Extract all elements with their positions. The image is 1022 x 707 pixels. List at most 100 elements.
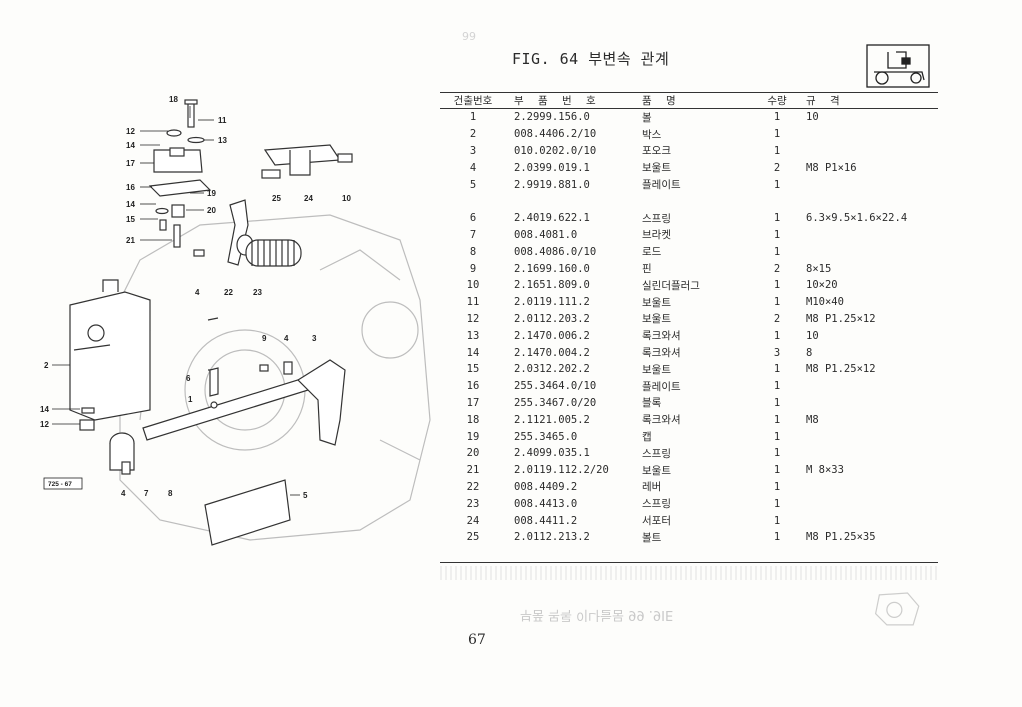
row-part-name: 플레이트 xyxy=(642,179,681,192)
row-quantity: 1 xyxy=(773,497,781,510)
row-specification xyxy=(802,176,938,193)
callout-13: 13 xyxy=(218,136,227,145)
row-specification xyxy=(802,126,938,143)
callout-8: 8 xyxy=(168,489,173,498)
row-part-name: 핀 xyxy=(642,263,652,276)
leader-lines xyxy=(52,106,300,496)
row-specification: 6.3×9.5×1.6×22.4 xyxy=(806,212,908,225)
row-ref-no: 24 xyxy=(466,514,480,527)
row-part-number: 2.2999.156.0 xyxy=(514,111,590,124)
row-quantity: 1 xyxy=(773,380,781,393)
row-part-name: 실린더플러그 xyxy=(642,279,700,292)
row-specification xyxy=(802,243,938,260)
callout-23: 23 xyxy=(253,288,262,297)
row-ref-no: 5 xyxy=(469,178,477,191)
row-part-name: 볼트 xyxy=(642,531,662,544)
callout-20: 20 xyxy=(207,206,216,215)
row-part-name: 블록 xyxy=(642,397,662,410)
row-quantity: 3 xyxy=(773,346,781,359)
row-part-number: 2.1651.809.0 xyxy=(514,279,590,292)
row-quantity: 1 xyxy=(773,531,781,544)
row-ref-no: 13 xyxy=(466,329,480,342)
row-quantity: 1 xyxy=(773,447,781,460)
bleed-through-bottom: 부품 목록 이나늘뭄 99 .9IE xyxy=(520,607,674,622)
bleed-through-top: 99 xyxy=(462,30,476,43)
row-quantity: 1 xyxy=(773,430,781,443)
callout-14: 14 xyxy=(126,141,135,150)
row-ref-no: 23 xyxy=(466,497,480,510)
row-quantity: 2 xyxy=(773,262,781,275)
bleed-through-tractor-icon xyxy=(874,592,920,626)
row-quantity: 2 xyxy=(773,312,781,325)
callout-3: 3 xyxy=(312,334,317,343)
callout-15: 15 xyxy=(126,215,135,224)
row-quantity: 1 xyxy=(773,178,781,191)
row-ref-no: 3 xyxy=(469,144,477,157)
row-quantity: 1 xyxy=(773,413,781,426)
row-specification: 10 xyxy=(806,111,819,124)
header-quantity: 수량 xyxy=(752,92,802,109)
row-quantity: 1 xyxy=(773,363,781,376)
row-part-name: 캡 xyxy=(642,431,652,444)
page-number: 67 xyxy=(468,632,486,648)
figure-ref-box xyxy=(43,477,83,490)
table-bottom-rule xyxy=(440,562,938,563)
row-specification xyxy=(802,479,938,496)
callout-labels: 18 11 12 13 14 17 16 19 14 20 15 21 25 2… xyxy=(40,95,351,500)
row-part-number: 2.1470.004.2 xyxy=(514,346,590,359)
row-quantity: 1 xyxy=(773,279,781,292)
bleed-through-band xyxy=(440,566,938,580)
callout-4b: 4 xyxy=(284,334,289,343)
row-ref-no: 12 xyxy=(466,312,480,325)
row-ref-no: 1 xyxy=(469,111,477,124)
row-specification: M8 P1.25×35 xyxy=(806,531,876,544)
row-part-number: 2.4099.035.1 xyxy=(514,447,590,460)
callout-24: 24 xyxy=(304,194,313,203)
row-ref-no: 8 xyxy=(469,245,477,258)
row-ref-no: 25 xyxy=(466,531,480,544)
row-ref-no: 18 xyxy=(466,413,480,426)
row-part-name: 스프링 xyxy=(642,212,671,225)
table-row: 25 2.0112.213.2 볼트 1 M8 P1.25×35 xyxy=(440,529,938,546)
callout-7: 7 xyxy=(144,489,149,498)
row-part-number: 2.1121.005.2 xyxy=(514,413,590,426)
row-specification: M10×40 xyxy=(806,296,844,309)
ghost-housing-outline xyxy=(119,214,431,541)
row-part-name: 포오크 xyxy=(642,145,671,158)
row-specification: M8 P1.25×12 xyxy=(806,312,876,325)
row-part-name: 박스 xyxy=(642,128,662,141)
row-part-name: 록크와셔 xyxy=(642,330,681,343)
row-ref-no: 2 xyxy=(469,128,477,141)
row-part-number: 008.4411.2 xyxy=(514,514,578,527)
row-part-number: 2.0112.203.2 xyxy=(514,312,590,325)
callout-14c: 14 xyxy=(40,405,49,414)
row-specification: M8 xyxy=(806,413,819,426)
row-specification xyxy=(802,227,938,244)
row-part-name: 레버 xyxy=(642,481,662,494)
callout-10: 10 xyxy=(342,194,351,203)
row-specification: M 8×33 xyxy=(806,464,844,477)
row-quantity: 1 xyxy=(773,212,781,225)
row-part-name: 보울트 xyxy=(642,162,671,175)
row-specification xyxy=(802,395,938,412)
callout-2: 2 xyxy=(44,361,49,370)
row-part-number: 2.0112.213.2 xyxy=(514,531,590,544)
row-part-number: 008.4406.2/10 xyxy=(514,128,597,141)
row-part-number: 008.4081.0 xyxy=(514,228,578,241)
row-specification: 10 xyxy=(806,329,819,342)
row-ref-no: 21 xyxy=(466,464,480,477)
